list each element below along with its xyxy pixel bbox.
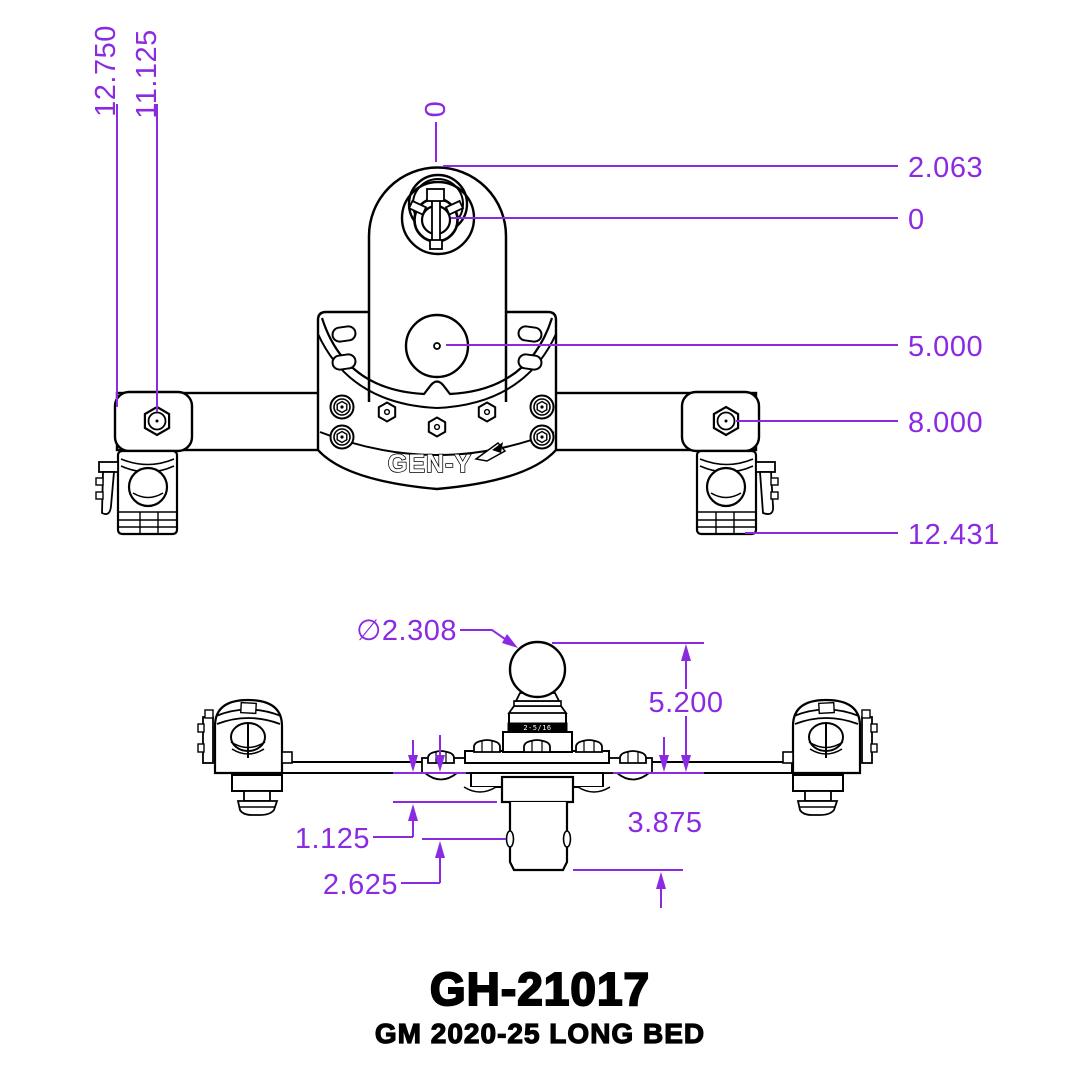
pin-wing-left (407, 199, 428, 216)
arrow-up-5-200 (681, 644, 691, 661)
ball-marking-text: 2-5/16 (523, 724, 551, 732)
u-bolt-nut (619, 750, 647, 764)
gen-y-logo-text: GEN-Y (388, 450, 472, 478)
front-left-clamp-lever (197, 709, 214, 764)
arrow-down-1-125 (408, 755, 418, 772)
application-subtitle: GM 2020-25 LONG BED (374, 1017, 706, 1049)
pin-bar (431, 199, 441, 242)
plate-nut (575, 739, 603, 753)
right-cap-hex-nut (712, 405, 740, 437)
right-foot-dome (796, 800, 839, 816)
center-hole-dot (433, 342, 441, 350)
front-left-anchor (197, 698, 293, 816)
arrow-up-3-875 (656, 872, 666, 889)
head-cradle-arc-outer (317, 333, 557, 410)
gooseneck-ball-assembly: 2-5/16 (502, 640, 573, 753)
u-bolt-arc (424, 772, 458, 781)
left-puck-anchor (95, 449, 179, 536)
front-right-clamp-lever (861, 709, 878, 764)
hex-bolt (377, 401, 397, 423)
stem-pin-notch-right (562, 830, 572, 848)
flange-bolt (529, 394, 555, 420)
title-block: GH-21017 GM 2020-25 LONG BED (0, 962, 1080, 1050)
clamp-arc (463, 786, 497, 793)
right-clamp-lever (755, 461, 779, 515)
top-view: GEN-Y 12.750 11 (90, 25, 1000, 551)
dim-label-12-431: 12.431 (908, 519, 1000, 551)
flange-bolt (329, 394, 355, 420)
clamp-arc (577, 786, 611, 793)
ball-marking-band (507, 722, 568, 733)
riser-block (500, 775, 575, 804)
plate-slot (330, 352, 358, 372)
front-view: 2-5/16 (197, 615, 878, 908)
arrow-down-5-200 (681, 755, 691, 772)
pin-tab-top (426, 188, 445, 202)
arrow-ball-diameter (502, 634, 518, 648)
dim-label-3-875: 3.875 (627, 807, 702, 839)
ball-base-taper (507, 705, 568, 714)
hex-bolt (477, 401, 497, 423)
logo-arrow-tip (492, 442, 503, 453)
left-clamp-lever (95, 461, 119, 515)
stem (508, 802, 569, 872)
left-foot-dome (236, 800, 279, 816)
part-number: GH-21017 (429, 962, 651, 1016)
dim-label-5-000: 5.000 (908, 331, 983, 363)
dim-label-5-200: 5.200 (648, 687, 723, 719)
arrow-down-3-875 (659, 755, 669, 772)
leader-ball-diameter (460, 629, 506, 640)
hitch-ball (508, 640, 567, 699)
dim-label-2-063: 2.063 (908, 152, 983, 184)
hex-bolt (427, 416, 447, 438)
arrow-down-2-625 (435, 755, 445, 772)
gen-y-logo: GEN-Y (387, 441, 507, 479)
top-view-dimensions: 12.750 11.125 0 2.063 0 5.000 8.000 12.4… (90, 25, 1000, 551)
flange-bolt (329, 424, 355, 450)
pin-tab-bottom (429, 239, 443, 250)
plate-nut (523, 739, 551, 753)
stem-pin-notch-left (505, 830, 515, 848)
dim-label-ball-diameter: ∅2.308 (356, 615, 457, 647)
flange-bolt (529, 424, 555, 450)
head-cradle-arc (320, 317, 554, 396)
u-bolt-arc (616, 772, 650, 781)
right-puck-anchor (695, 449, 779, 536)
dim-label-2-625: 2.625 (323, 869, 398, 901)
dim-label-zero-right: 0 (908, 204, 925, 236)
dim-label-8-000: 8.000 (908, 407, 983, 439)
dim-label-1-125: 1.125 (295, 823, 370, 855)
arrow-up-2-625 (435, 841, 445, 858)
plate-slot (330, 324, 358, 344)
front-view-dimensions: ∅2.308 5.200 1.125 (295, 615, 723, 908)
plate-slot (516, 352, 544, 372)
arrow-up-1-125 (408, 804, 418, 821)
dim-label-zero-top: 0 (420, 101, 452, 118)
pin-wing-right (444, 199, 465, 216)
plate-nut (473, 739, 501, 753)
dim-label-12-750: 12.750 (90, 25, 122, 117)
front-right-anchor (782, 698, 878, 816)
plate-slot (516, 324, 544, 344)
dim-label-11-125: 11.125 (131, 29, 163, 119)
